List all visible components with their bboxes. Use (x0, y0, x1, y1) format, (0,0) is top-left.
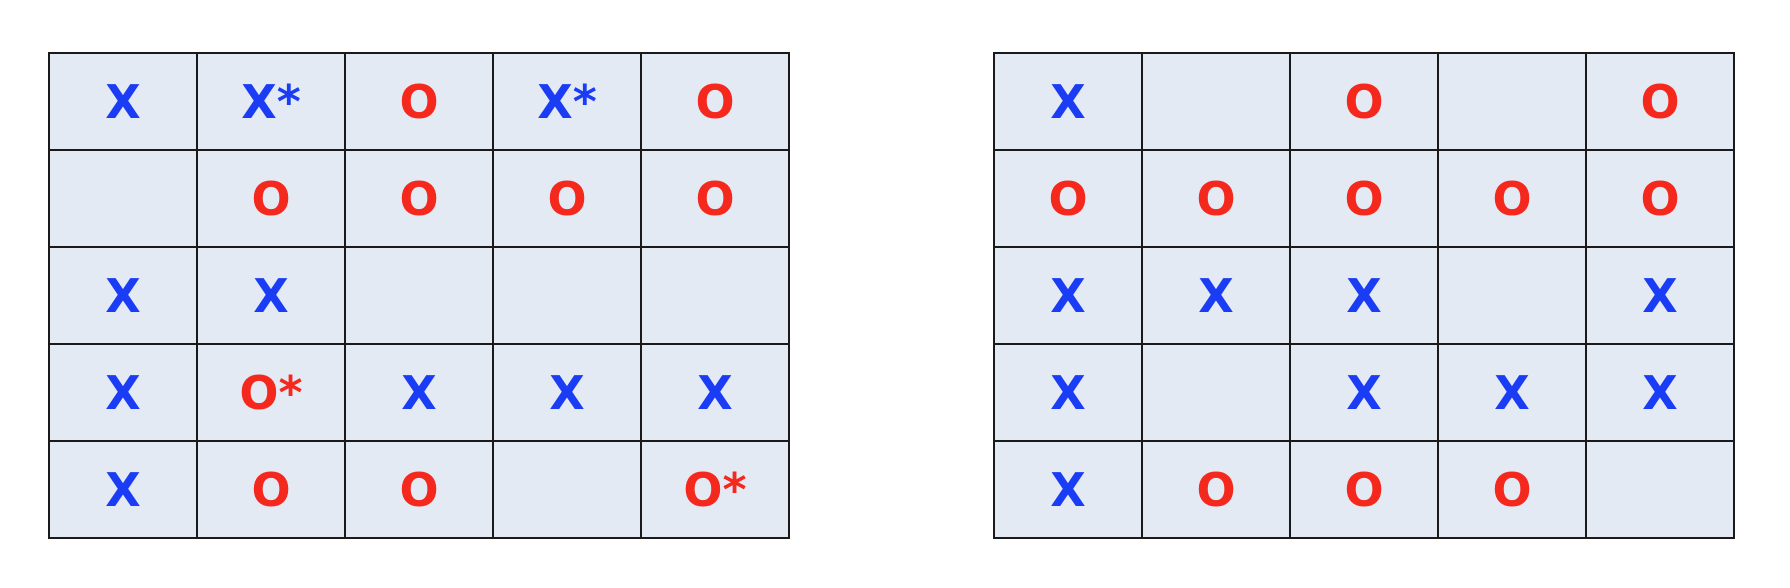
board-cell[interactable]: X (1291, 248, 1439, 345)
board-cell[interactable] (494, 442, 642, 539)
board-cell[interactable]: X (50, 54, 198, 151)
board-cell[interactable]: X (346, 345, 494, 442)
board-cell[interactable]: O (995, 151, 1143, 248)
board-cell[interactable] (50, 151, 198, 248)
board-cell[interactable]: O (346, 54, 494, 151)
board-cell[interactable]: X (995, 54, 1143, 151)
board-cell[interactable]: O* (642, 442, 790, 539)
board-cell[interactable]: X (198, 248, 346, 345)
board-cell[interactable]: X (995, 248, 1143, 345)
board-cell[interactable]: X (50, 248, 198, 345)
board-cell[interactable]: X (642, 345, 790, 442)
board-cell[interactable] (346, 248, 494, 345)
board-cell[interactable]: X (50, 442, 198, 539)
board-cell[interactable]: X (1291, 345, 1439, 442)
board-cell[interactable]: X (995, 345, 1143, 442)
board-cell[interactable] (642, 248, 790, 345)
board-cell[interactable]: X* (198, 54, 346, 151)
board-cell[interactable]: X (494, 345, 642, 442)
board-cell[interactable] (1143, 345, 1291, 442)
board-cell[interactable]: O (642, 54, 790, 151)
board-cell[interactable]: O (1439, 442, 1587, 539)
board-cell[interactable]: X (1587, 345, 1735, 442)
board-cell[interactable]: O (346, 442, 494, 539)
board-cell[interactable]: O (1587, 151, 1735, 248)
board-cell[interactable]: O (346, 151, 494, 248)
board-cell[interactable]: O (1291, 442, 1439, 539)
board-cell[interactable]: X (50, 345, 198, 442)
board-cell[interactable]: O* (198, 345, 346, 442)
board-cell[interactable]: O (1143, 442, 1291, 539)
board-cell[interactable]: O (198, 151, 346, 248)
board-cell[interactable]: O (1587, 54, 1735, 151)
board-cell[interactable] (1439, 54, 1587, 151)
board-cell[interactable] (1439, 248, 1587, 345)
board-cell[interactable]: O (494, 151, 642, 248)
board-cell[interactable]: X (1439, 345, 1587, 442)
board-cell[interactable] (1143, 54, 1291, 151)
board-cell[interactable]: O (642, 151, 790, 248)
board-cell[interactable]: X (995, 442, 1143, 539)
board-cell[interactable]: O (1291, 54, 1439, 151)
board-cell[interactable]: O (198, 442, 346, 539)
board-cell[interactable]: O (1143, 151, 1291, 248)
board-cell[interactable]: X (1587, 248, 1735, 345)
board-cell[interactable]: X* (494, 54, 642, 151)
board-cell[interactable]: O (1291, 151, 1439, 248)
board-cell[interactable] (1587, 442, 1735, 539)
board-cell[interactable]: O (1439, 151, 1587, 248)
board-cell[interactable] (494, 248, 642, 345)
board-cell[interactable]: X (1143, 248, 1291, 345)
